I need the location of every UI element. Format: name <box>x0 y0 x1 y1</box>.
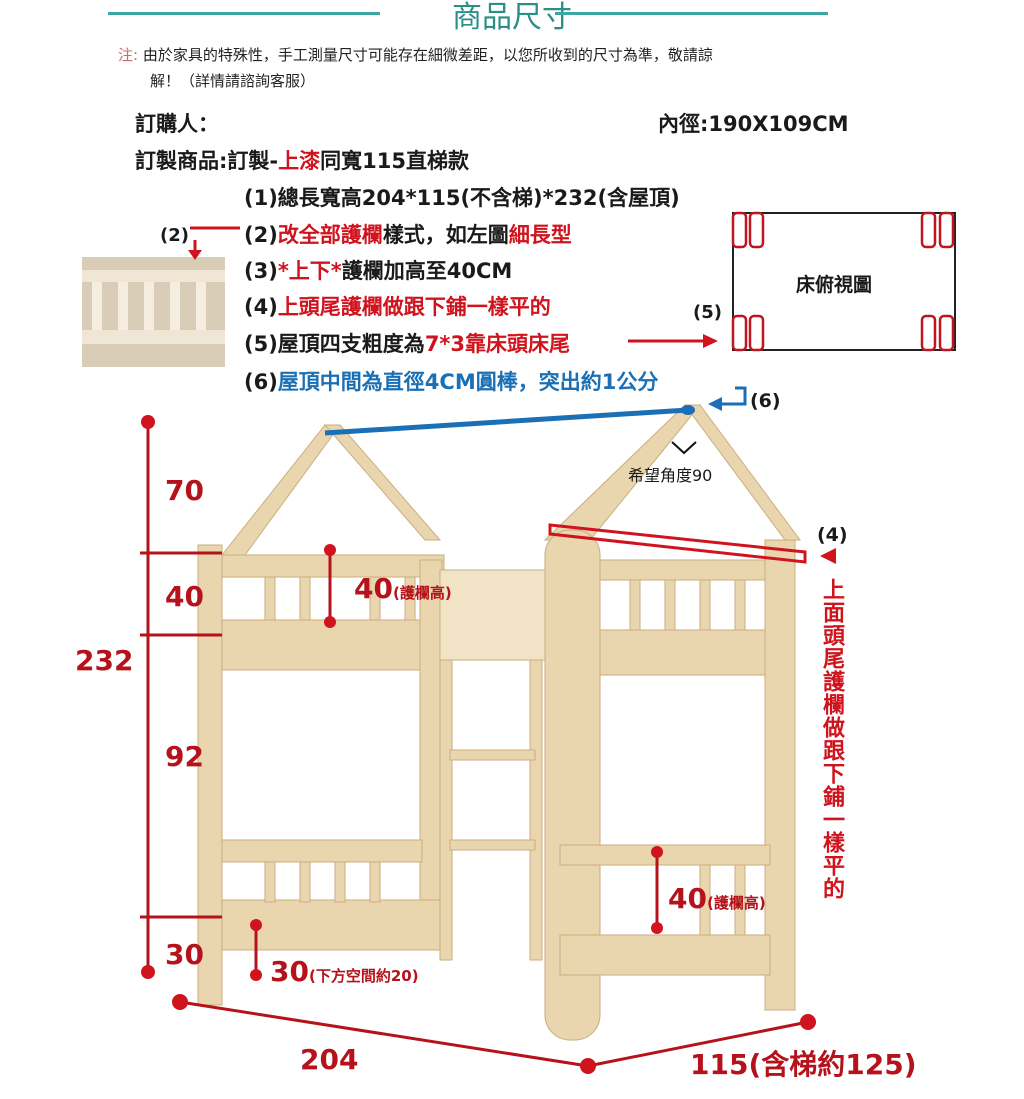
note-label: 注: <box>118 46 139 64</box>
callout-2: (2) <box>160 225 189 246</box>
product-red: 上漆 <box>278 149 321 173</box>
item-6: (6)屋頂中間為直徑4CM圓棒，突出約1公分 <box>244 366 658 396</box>
arrow-2-head <box>188 250 202 260</box>
i4a: (4) <box>244 295 278 319</box>
product-suffix: 同寬115直梯款 <box>320 149 469 173</box>
dim-depth: 115(含梯約125) <box>690 1048 917 1081</box>
callout-6: (6) <box>750 390 781 412</box>
angle-mark <box>671 441 697 455</box>
i5a: (5)屋頂四支粗度為 <box>244 332 425 356</box>
dim-232: 232 <box>75 644 134 677</box>
i6a: (6) <box>244 370 278 394</box>
i2b: 改全部護欄 <box>277 223 383 247</box>
callout-4: (4) <box>817 524 848 546</box>
section-title: 商品尺寸 <box>452 0 572 35</box>
upper-rail-num: 40 <box>354 572 393 605</box>
title-divider-left <box>108 12 380 15</box>
callout-5: (5) <box>693 302 722 323</box>
title-divider-right <box>555 12 828 15</box>
upper-rail-highlight <box>548 523 807 564</box>
arrow-4-head <box>820 548 836 564</box>
rail-style-photo <box>82 257 225 367</box>
dim-lower-rail: 40(護欄高) <box>668 882 766 915</box>
product-prefix: 訂製- <box>227 149 279 173</box>
note-text: 由於家具的特殊性，手工測量尺寸可能存在細微差距，以您所收到的尺寸為準，敬請諒 <box>142 46 713 64</box>
item-5: (5)屋頂四支粗度為7*3靠床頭床尾 <box>244 328 570 358</box>
under-num: 30 <box>270 955 309 988</box>
product-line: 訂製商品:訂製-上漆同寬115直梯款 <box>135 145 469 175</box>
product-label: 訂製商品: <box>135 149 228 173</box>
note-line2: 解！（詳情請諮詢客服） <box>150 72 316 90</box>
under-txt: (下方空間約20) <box>308 967 419 985</box>
top-view-label: 床俯視圖 <box>796 274 873 296</box>
roof-rod-end <box>681 405 695 415</box>
i3a: (3) <box>244 259 278 283</box>
i6b: 屋頂中間為直徑4CM圓棒，突出約1公分 <box>277 370 659 394</box>
dim-under: 30(下方空間約20) <box>270 955 419 988</box>
i2a: (2) <box>244 223 278 247</box>
dim-40: 40 <box>165 580 204 613</box>
i2d: 細長型 <box>508 223 572 247</box>
item-3: (3)*上下*護欄加高至40CM <box>244 255 512 285</box>
note-line1: 注: 由於家具的特殊性，手工測量尺寸可能存在細微差距，以您所收到的尺寸為準，敬請… <box>118 44 713 65</box>
item-1: (1)總長寬高204*115(不含梯)*232(含屋頂) <box>244 186 680 210</box>
dim-92: 92 <box>165 740 204 773</box>
roof-rod-line <box>324 407 689 436</box>
arrow-5-head <box>703 334 718 348</box>
top-view-posts <box>731 211 955 352</box>
i4b: 上頭尾護欄做跟下鋪一樣平的 <box>277 295 551 319</box>
orderer-label: 訂購人： <box>135 112 219 136</box>
inner-size: 內徑:190X109CM <box>658 112 849 136</box>
lower-rail-txt: (護欄高) <box>706 894 766 912</box>
i3b: *上下* <box>277 259 342 283</box>
dim-upper-rail: 40(護欄高) <box>354 572 452 605</box>
bunk-bed <box>197 404 801 1041</box>
arrow-6 <box>720 386 747 406</box>
item-4: (4)上頭尾護欄做跟下鋪一樣平的 <box>244 291 551 321</box>
dim-70: 70 <box>165 474 204 507</box>
dimension-lines <box>140 415 816 1074</box>
i3c: 護欄加高至40CM <box>341 259 513 283</box>
dim-width: 204 <box>300 1043 359 1076</box>
lower-rail-num: 40 <box>668 882 707 915</box>
vertical-note: 上面頭尾護欄做跟下鋪一樣平的 <box>819 578 844 900</box>
item-2: (2)改全部護欄樣式，如左圖細長型 <box>244 219 572 249</box>
angle-note: 希望角度90 <box>628 466 713 485</box>
i2c: 樣式，如左圖 <box>382 223 509 247</box>
upper-rail-txt: (護欄高) <box>392 584 452 602</box>
top-view-box <box>732 212 956 351</box>
dim-30: 30 <box>165 938 204 971</box>
arrow-6-head <box>708 397 722 411</box>
i5b: 7*3靠床頭床尾 <box>424 332 571 356</box>
